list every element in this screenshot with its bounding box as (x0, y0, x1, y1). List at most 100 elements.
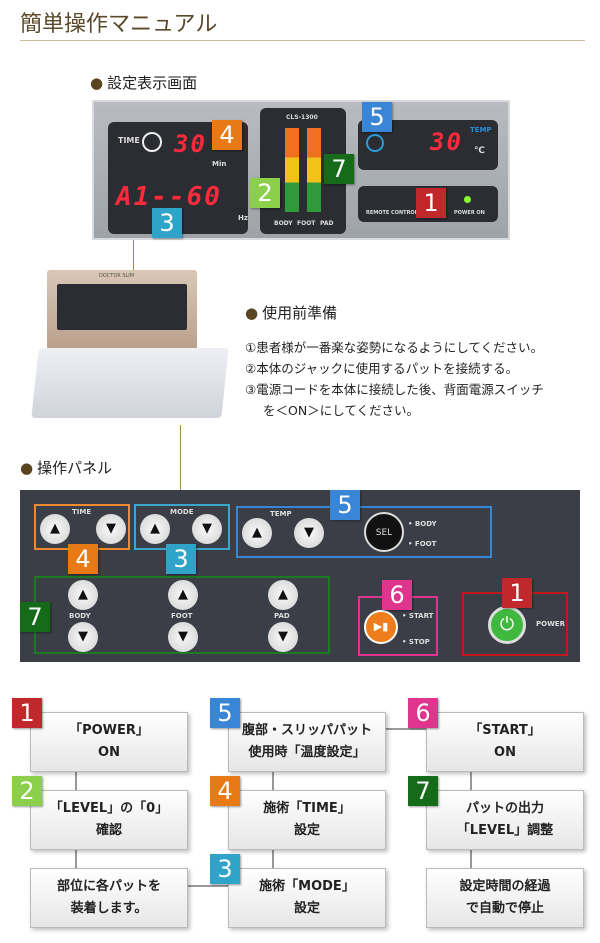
badge-2: 2 (250, 178, 280, 208)
badge-6: 6 (382, 580, 412, 610)
level-group: ▲ BODY ▼ ▲ FOOT ▼ ▲ PAD ▼ (34, 576, 330, 654)
flow-badge-4: 4 (210, 776, 240, 806)
power-on-label: POWER ON (454, 210, 485, 216)
time-up-button[interactable]: ▲ (40, 514, 70, 544)
prep-instructions: ①患者様が一番楽な姿勢になるようにしてください。 ②本体のジャックに使用するパッ… (245, 337, 544, 421)
body-level-bar (285, 128, 299, 212)
device-lid: DOCTOR SLIM (47, 270, 197, 350)
temp-display: 30 TEMP ℃ (358, 120, 498, 170)
body-label: BODY (69, 612, 91, 620)
timer-icon (142, 132, 162, 152)
badge-7: 7 (324, 154, 354, 184)
time-label: TIME (118, 136, 140, 145)
temp-unit: ℃ (474, 146, 485, 156)
start-stop-button[interactable]: ▶▮ (364, 610, 398, 644)
sel-button[interactable]: SEL (364, 512, 404, 552)
badge-1: 1 (416, 188, 446, 218)
prep-step: ①患者様が一番楽な姿勢になるようにしてください。 (245, 340, 543, 355)
temp-group: TEMP ▲ ▼ SEL • BODY • FOOT (236, 506, 492, 558)
temp-value: 30 (430, 128, 463, 156)
section-display-heading: ●設定表示画面 (90, 74, 198, 92)
flow-step-start: 「START」 ON (426, 712, 584, 772)
step-text: 使用時「温度設定」 (248, 745, 366, 760)
flow-badge-7: 7 (408, 776, 438, 806)
mode-value: A1--60 (116, 182, 222, 212)
step-text: 施術「TIME」 (263, 801, 351, 816)
bar-label-foot: FOOT (297, 220, 316, 227)
body-up-button[interactable]: ▲ (68, 580, 98, 610)
badge-3: 3 (152, 208, 182, 238)
control-panel: TIME ▲ ▼ MODE ▲ ▼ TEMP ▲ ▼ SEL • BODY • … (20, 490, 580, 662)
mode-label: MODE (170, 508, 194, 516)
temp-label: TEMP (270, 510, 292, 518)
step-text: で自動で停止 (465, 901, 544, 916)
time-unit: Min (212, 160, 227, 168)
mode-up-button[interactable]: ▲ (140, 514, 170, 544)
foot-level-bar (307, 128, 321, 212)
badge-3: 3 (166, 544, 196, 574)
flow-step-temp: 腹部・スリッパパット使用時「温度設定」 (228, 712, 386, 772)
foot-sel-label: • FOOT (408, 540, 437, 548)
body-sel-label: • BODY (408, 520, 437, 528)
time-label: TIME (72, 508, 92, 516)
step-text: 「LEVEL」調整 (456, 823, 554, 838)
step-text: 装着します。 (70, 901, 148, 916)
step-text: ON (494, 745, 516, 760)
body-down-button[interactable]: ▼ (68, 622, 98, 652)
step-text: パットの出力 (465, 801, 544, 816)
section-prep-heading: ●使用前準備 (245, 304, 338, 322)
pad-up-button[interactable]: ▲ (268, 580, 298, 610)
flow-connector (385, 728, 429, 730)
divider (20, 40, 585, 41)
step-text: 部位に各パットを (56, 879, 161, 894)
foot-down-button[interactable]: ▼ (168, 622, 198, 652)
prep-step: ②本体のジャックに使用するパットを接続する。 (245, 361, 519, 376)
time-value: 30 (174, 130, 207, 158)
mode-group: MODE ▲ ▼ (134, 504, 230, 550)
step-text: 「POWER」 (69, 723, 149, 738)
flow-step-auto-stop: 設定時間の経過で自動で停止 (426, 868, 584, 928)
flow-step-time: 施術「TIME」設定 (228, 790, 386, 850)
model-label: CLS-1300 (286, 114, 318, 121)
heading-text: 使用前準備 (262, 304, 338, 322)
connector-line (133, 240, 134, 276)
flow-badge-5: 5 (210, 698, 240, 728)
power-button[interactable]: ⏻ (488, 606, 526, 644)
temp-down-button[interactable]: ▼ (294, 518, 324, 548)
pad-down-button[interactable]: ▼ (268, 622, 298, 652)
step-text: 施術「MODE」 (259, 879, 355, 894)
step-text: 「START」 (469, 723, 541, 738)
start-label: • START (402, 612, 434, 620)
bar-label-pad: PAD (320, 220, 334, 227)
heading-text: 操作パネル (37, 459, 113, 477)
remote-label: REMOTE CONTROL (366, 210, 418, 216)
mode-down-button[interactable]: ▼ (192, 514, 222, 544)
foot-label: FOOT (171, 612, 193, 620)
stop-label: • STOP (402, 638, 430, 646)
temp-label: TEMP (470, 126, 492, 134)
step-text: 設定 (293, 823, 320, 838)
step-text: 確認 (95, 823, 122, 838)
device-image: DOCTOR SLIM (31, 270, 230, 420)
badge-5: 5 (362, 102, 392, 132)
page-title: 簡単操作マニュアル (20, 12, 218, 37)
device-brand: DOCTOR SLIM (99, 273, 135, 279)
flow-badge-3: 3 (210, 854, 240, 884)
bar-label-body: BODY (274, 220, 293, 227)
prep-step: を＜ON＞にしてください。 (263, 403, 419, 418)
flow-step-level-adjust: パットの出力「LEVEL」調整 (426, 790, 584, 850)
temp-up-button[interactable]: ▲ (242, 518, 272, 548)
badge-7: 7 (20, 602, 50, 632)
power-label: POWER (536, 620, 565, 628)
badge-4: 4 (212, 120, 242, 150)
flow-step-level-check: 「LEVEL」の「0」確認 (30, 790, 188, 850)
badge-4: 4 (68, 544, 98, 574)
flow-step-mode: 施術「MODE」設定 (228, 868, 386, 928)
flow-badge-1: 1 (12, 698, 42, 728)
flow-step-attach-pads: 部位に各パットを装着します。 (30, 868, 188, 928)
display-panel: TIME 30 Min A1--60 Hz CLS-1300 BODY FOOT… (92, 100, 510, 240)
flow-badge-2: 2 (12, 776, 42, 806)
foot-up-button[interactable]: ▲ (168, 580, 198, 610)
step-text: 設定時間の経過 (459, 879, 551, 894)
time-down-button[interactable]: ▼ (96, 514, 126, 544)
